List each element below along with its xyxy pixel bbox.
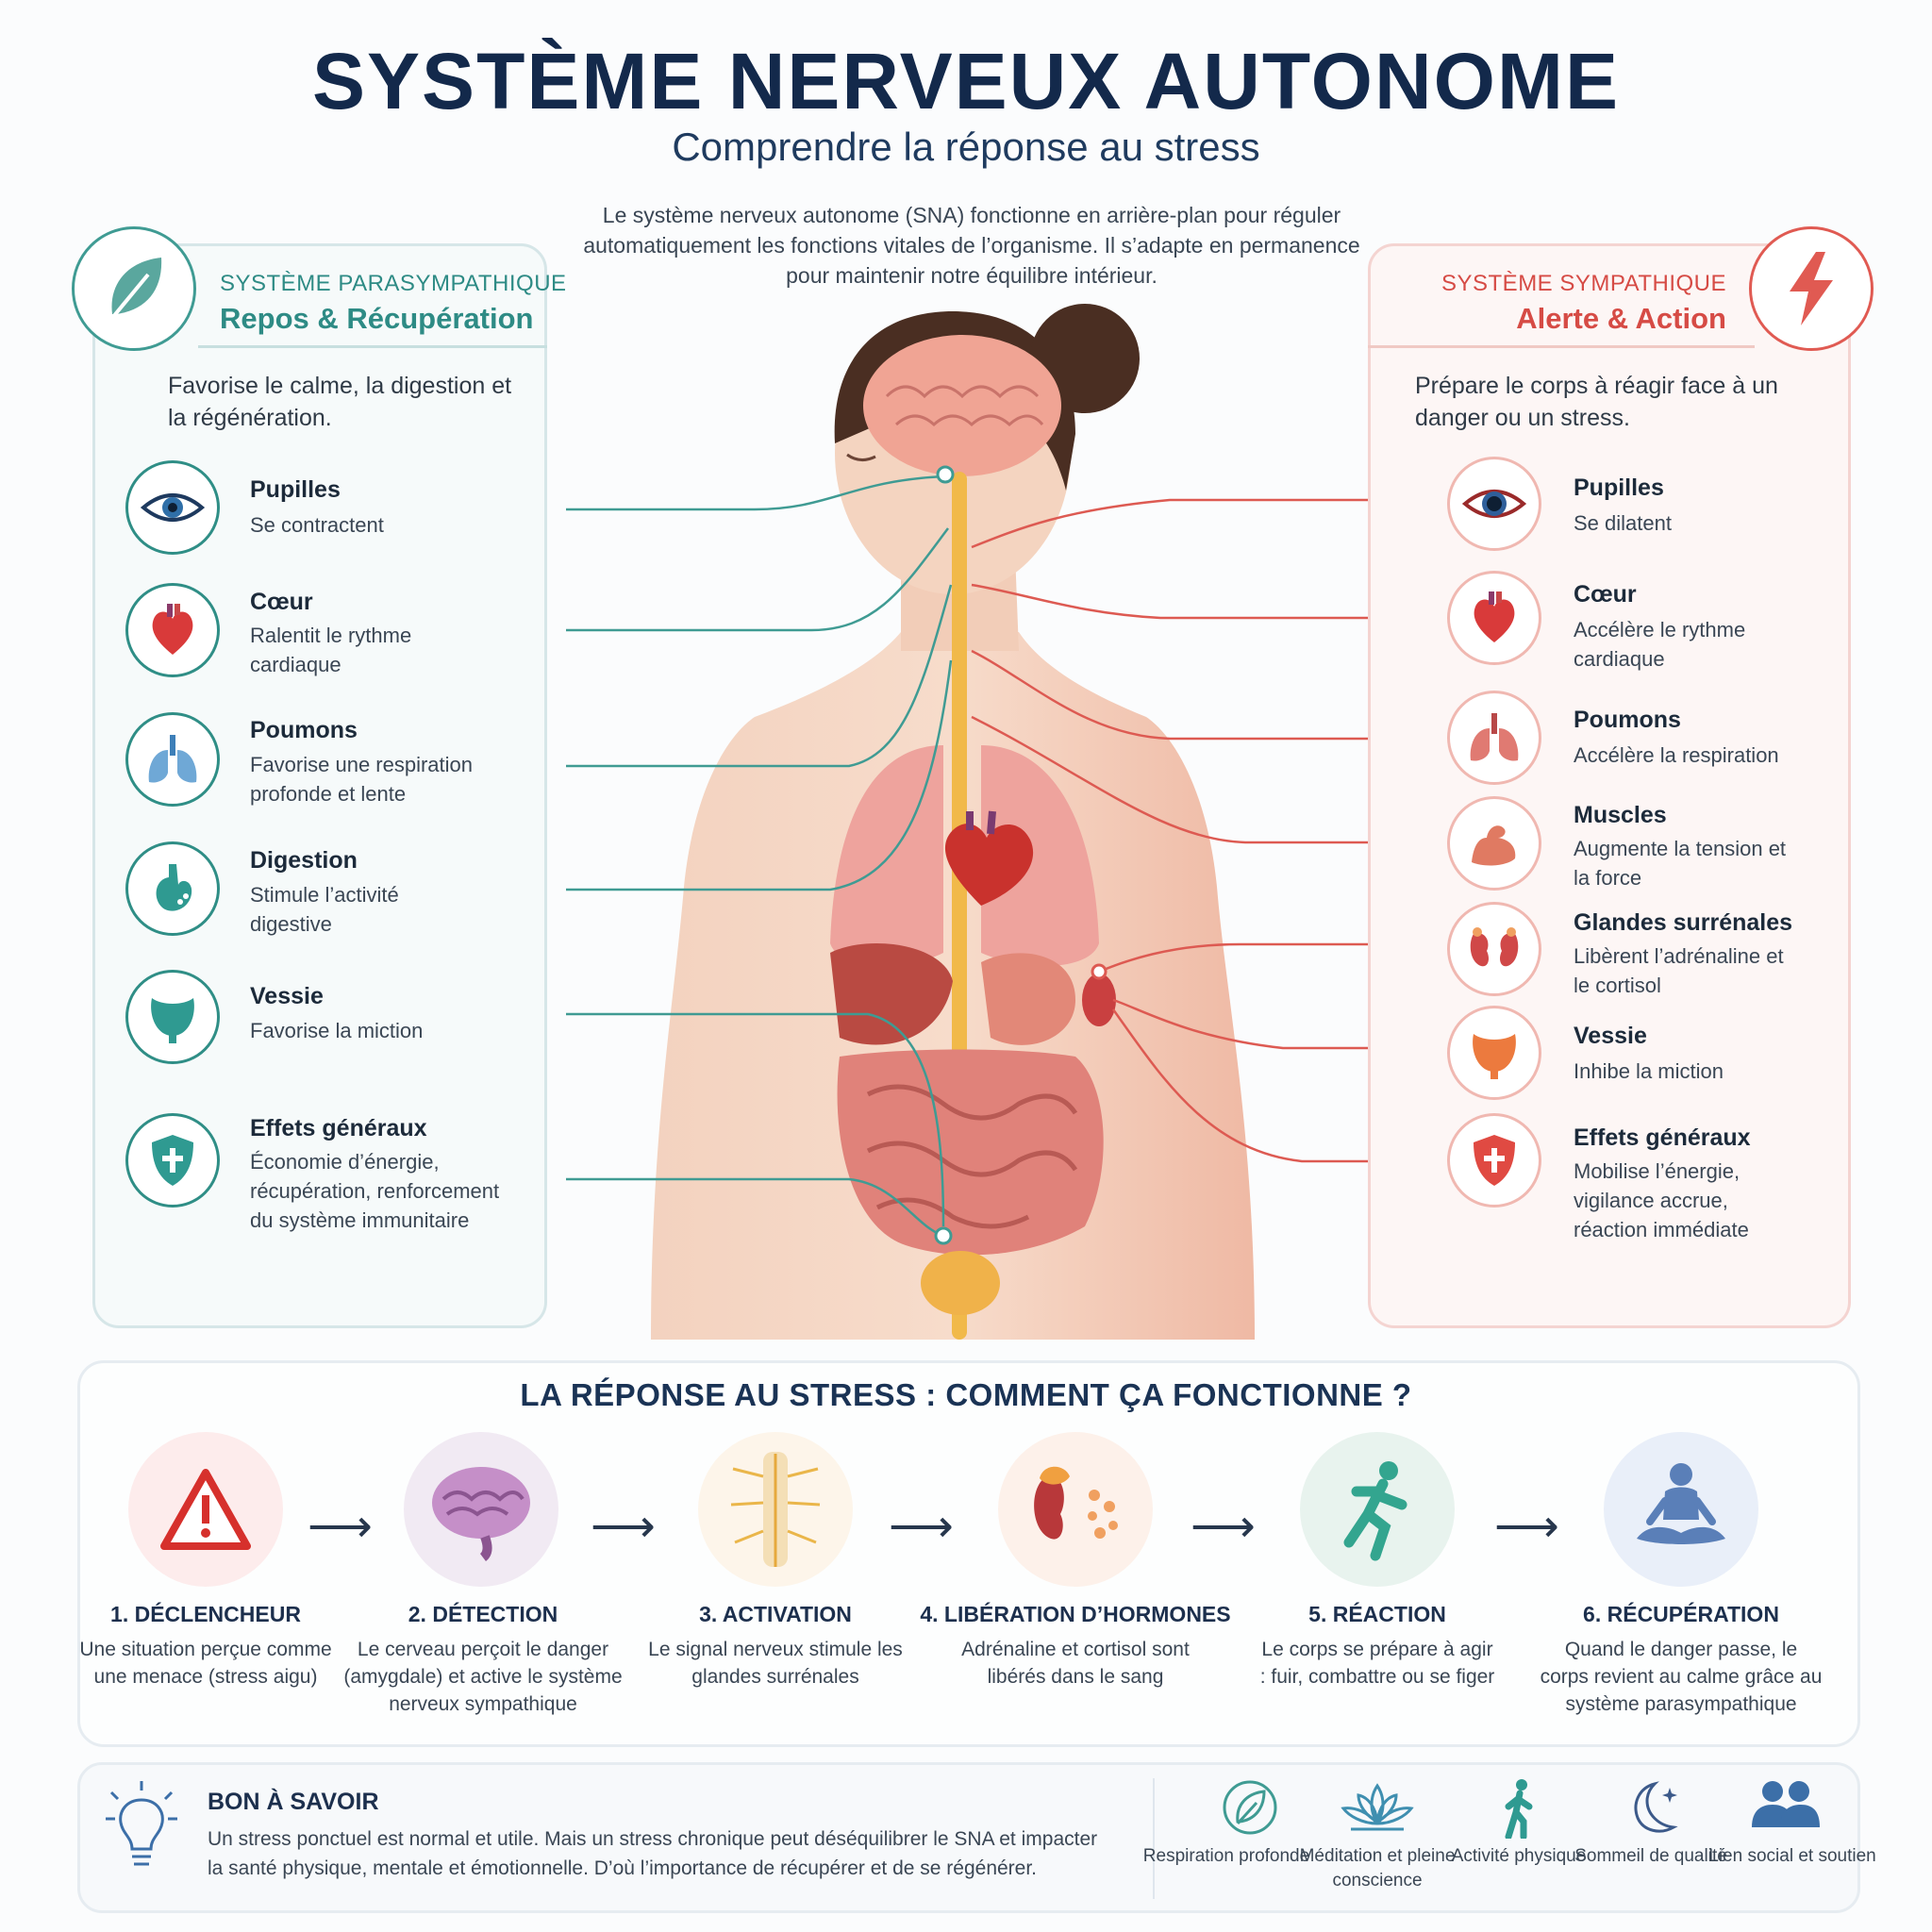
eye-icon (125, 460, 220, 555)
brain-icon (404, 1432, 558, 1587)
step-text: Le cerveau perçoit le danger (amygdale) … (343, 1639, 623, 1715)
moon-icon (1574, 1778, 1734, 1843)
step-text: Quand le danger passe, le corps revient … (1540, 1639, 1823, 1715)
organ-effect: Mobilise l’énergie, vigilance accrue, ré… (1574, 1159, 1749, 1241)
habit-label: Activité physique (1451, 1846, 1587, 1866)
eye-icon (1447, 457, 1541, 551)
arrow-right-icon: ⟶ (889, 1502, 954, 1552)
sympathetic-label: SYSTÈME SYMPATHIQUE (1441, 271, 1726, 296)
intro-text: Le système nerveux autonome (SNA) foncti… (583, 203, 1360, 288)
organ-effect: Stimule l’activité digestive (250, 883, 399, 936)
arrow-right-icon: ⟶ (1191, 1502, 1256, 1552)
organ-name: Glandes surrénales (1574, 909, 1793, 936)
parasympathetic-subtitle: Repos & Récupération (220, 302, 534, 335)
tip-text: Un stress ponctuel est normal et utile. … (208, 1828, 1098, 1879)
step-title: 6. RÉCUPÉRATION (1583, 1602, 1779, 1626)
arrow-right-icon: ⟶ (591, 1502, 656, 1552)
spinal-cord-icon (698, 1432, 853, 1587)
lungs-icon (125, 712, 220, 807)
organ-effect: Accélère le rythme cardiaque (1574, 618, 1746, 671)
organ-effect: Accélère la respiration (1574, 743, 1779, 767)
step-title: 5. RÉACTION (1308, 1602, 1446, 1626)
organ-effect: Augmente la tension et la force (1574, 837, 1787, 890)
kidneys-icon (1447, 902, 1541, 996)
divider (1153, 1778, 1155, 1899)
stomach-icon (125, 841, 220, 936)
organ-name: Muscles (1574, 802, 1667, 828)
organ-name: Vessie (250, 983, 324, 1009)
organ-effect: Ralentit le rythme cardiaque (250, 624, 412, 676)
habit-label: Sommeil de qualité (1574, 1846, 1727, 1866)
organ-name: Cœur (1574, 581, 1637, 608)
organ-effect: Se contractent (250, 513, 384, 537)
habit-label: Respiration profonde (1142, 1846, 1310, 1866)
heart-icon (125, 583, 220, 677)
parasympathetic-label: SYSTÈME PARASYMPATHIQUE (220, 271, 567, 296)
adrenal-gland-icon (998, 1432, 1153, 1587)
walking-icon (1439, 1778, 1599, 1843)
page-subtitle: Comprendre la réponse au stress (672, 125, 1260, 169)
organ-effect: Libèrent l’adrénaline et le cortisol (1574, 944, 1784, 997)
organ-name: Digestion (250, 847, 358, 874)
leaf-icon (1170, 1778, 1330, 1841)
step-title: 4. LIBÉRATION D’HORMONES (920, 1602, 1231, 1626)
tip-title: BON À SAVOIR (208, 1789, 379, 1815)
organ-effect: Inhibe la miction (1574, 1059, 1724, 1083)
muscle-icon (1447, 796, 1541, 891)
lightbulb-icon (104, 1779, 179, 1878)
sympathetic-subtitle: Alerte & Action (1516, 302, 1726, 335)
stress-section-title: LA RÉPONSE AU STRESS : COMMENT ÇA FONCTI… (520, 1377, 1412, 1412)
running-person-icon (1300, 1432, 1455, 1587)
step-text: Adrénaline et cortisol sont libérés dans… (961, 1639, 1190, 1688)
arrow-right-icon: ⟶ (308, 1502, 373, 1552)
habit-label: Méditation et pleine conscience (1299, 1846, 1456, 1890)
step-text: Le signal nerveux stimule les glandes su… (648, 1639, 903, 1688)
leaf-icon (72, 226, 196, 351)
organ-name: Poumons (250, 717, 358, 743)
organ-effect: Se dilatent (1574, 511, 1672, 535)
organ-effect: Favorise la miction (250, 1019, 424, 1042)
habit-label: Lien social et soutien (1708, 1846, 1876, 1866)
lightning-icon (1749, 226, 1874, 351)
step-text: Une situation perçue comme une menace (s… (79, 1639, 332, 1688)
heart-icon (1447, 571, 1541, 665)
organ-name: Vessie (1574, 1023, 1647, 1049)
meditation-icon (1604, 1432, 1758, 1587)
organ-name: Pupilles (1574, 475, 1664, 501)
lungs-icon (1447, 691, 1541, 785)
organ-name: Pupilles (250, 476, 341, 503)
organ-name: Effets généraux (250, 1115, 427, 1141)
bladder-icon (1447, 1006, 1541, 1100)
panel-header-divider (198, 345, 547, 348)
body-illustration (566, 304, 1368, 1340)
bladder-icon (125, 970, 220, 1064)
organ-effect: Économie d’énergie, récupération, renfor… (250, 1150, 500, 1232)
organ-name: Cœur (250, 589, 313, 615)
organ-name: Effets généraux (1574, 1124, 1751, 1151)
shield-icon (125, 1113, 220, 1208)
parasympathetic-description: Favorise le calme, la digestion et la ré… (168, 373, 512, 431)
organ-name: Poumons (1574, 707, 1681, 733)
lotus-icon (1297, 1778, 1457, 1840)
warning-icon (128, 1432, 283, 1587)
step-title: 3. ACTIVATION (699, 1602, 852, 1626)
step-text: Le corps se prépare à agir : fuir, comba… (1259, 1639, 1495, 1688)
people-icon (1706, 1778, 1866, 1836)
shield-icon (1447, 1113, 1541, 1208)
good-to-know-box (77, 1762, 1860, 1913)
step-title: 1. DÉCLENCHEUR (110, 1602, 301, 1626)
arrow-right-icon: ⟶ (1494, 1502, 1559, 1552)
stress-response-section (77, 1360, 1860, 1747)
panel-header-divider (1368, 345, 1755, 348)
page-title: SYSTÈME NERVEUX AUTONOME (311, 37, 1620, 125)
step-title: 2. DÉTECTION (408, 1602, 558, 1626)
sympathetic-description: Prépare le corps à réagir face à un dang… (1415, 373, 1778, 431)
organ-effect: Favorise une respiration profonde et len… (250, 753, 474, 806)
